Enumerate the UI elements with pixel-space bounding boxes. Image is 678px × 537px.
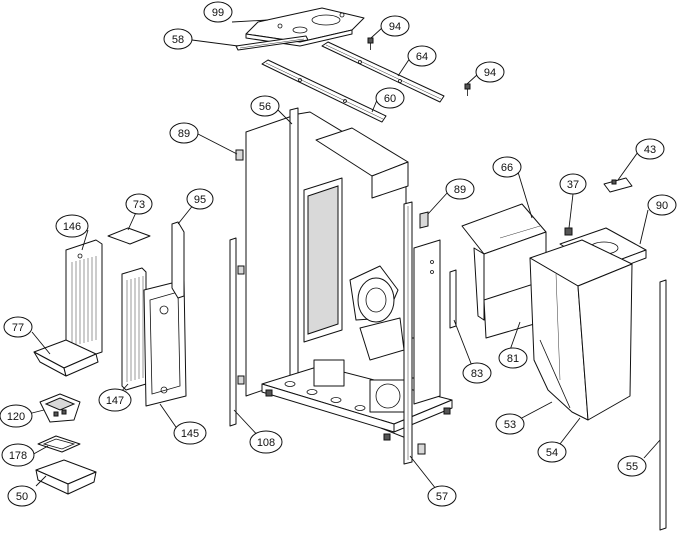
- part-94-screw-right: [464, 83, 471, 96]
- callout-66: 66: [492, 156, 522, 178]
- part-43-clip: [603, 177, 633, 193]
- callout-label: 94: [389, 21, 401, 33]
- callout-53: 53: [495, 413, 525, 435]
- callout-label: 81: [507, 353, 519, 365]
- callout-83: 83: [462, 362, 492, 384]
- part-37-knob: [564, 227, 573, 236]
- callout-54: 54: [537, 441, 567, 463]
- callout-94-top: 94: [380, 15, 410, 37]
- part-60-side-rail: [261, 59, 387, 123]
- callout-57: 57: [427, 485, 457, 507]
- callout-label: 108: [257, 437, 275, 449]
- callout-89-left: 89: [169, 122, 199, 144]
- callout-label: 178: [9, 450, 27, 462]
- callout-label: 54: [546, 447, 558, 459]
- callout-label: 146: [63, 221, 81, 233]
- callout-label: 145: [181, 428, 199, 440]
- callout-label: 60: [384, 93, 396, 105]
- part-58-top-bar: [235, 35, 309, 51]
- callout-label: 64: [416, 51, 428, 63]
- callout-label: 43: [644, 144, 656, 156]
- part-73-small-plate: [107, 227, 151, 245]
- part-55-long-rod: [659, 279, 667, 531]
- callout-56: 56: [250, 95, 280, 117]
- callout-95: 95: [186, 188, 214, 210]
- callout-label: 147: [106, 395, 124, 407]
- callout-77: 77: [3, 316, 33, 338]
- part-83-strip: [449, 269, 457, 329]
- part-89-right-bracket: [419, 211, 429, 229]
- callout-90: 90: [647, 194, 677, 216]
- callout-label: 99: [212, 7, 224, 19]
- callout-60: 60: [375, 87, 405, 109]
- callout-64: 64: [407, 45, 437, 67]
- callout-120: 120: [0, 404, 33, 428]
- callout-label: 120: [7, 411, 25, 423]
- stove-main-frame: [235, 107, 453, 441]
- part-57-right-strip: [403, 201, 426, 465]
- callout-label: 95: [194, 194, 206, 206]
- callout-147: 147: [98, 388, 132, 412]
- part-99-top-cover-plate: [245, 7, 365, 47]
- callout-label: 37: [567, 179, 579, 191]
- callout-label: 90: [656, 200, 668, 212]
- callout-label: 50: [16, 491, 28, 503]
- part-147-grille: [121, 267, 147, 391]
- callout-37: 37: [559, 173, 587, 195]
- callout-58: 58: [163, 28, 193, 50]
- callout-108: 108: [249, 430, 283, 454]
- part-108-left-strip: [229, 237, 245, 427]
- callout-label: 89: [454, 184, 466, 196]
- part-50-ash-drawer: [35, 459, 97, 495]
- callout-label: 66: [501, 162, 513, 174]
- callout-label: 55: [626, 461, 638, 473]
- callout-label: 56: [259, 101, 271, 113]
- callout-label: 58: [172, 34, 184, 46]
- part-95-tall-strip: [171, 221, 185, 299]
- part-178-gasket: [37, 435, 81, 453]
- part-77-ash-tray: [33, 339, 99, 377]
- callout-55: 55: [617, 455, 647, 477]
- callout-50: 50: [7, 485, 37, 507]
- callout-89-right: 89: [445, 178, 475, 200]
- callout-99: 99: [203, 1, 233, 23]
- callout-label: 57: [436, 491, 448, 503]
- leader-lines: [19, 19, 661, 495]
- callout-43: 43: [635, 138, 665, 160]
- part-120-burner-pot: [39, 393, 81, 423]
- callout-145: 145: [173, 421, 207, 445]
- part-146-finned-heat-panel: [65, 239, 103, 363]
- callout-label: 73: [133, 199, 145, 211]
- callout-73: 73: [125, 193, 153, 215]
- part-53-54-pellet-hopper: [529, 239, 633, 421]
- callout-label: 77: [12, 322, 24, 334]
- callout-94-right: 94: [475, 61, 505, 83]
- callout-178: 178: [1, 443, 35, 467]
- callout-146: 146: [55, 214, 89, 238]
- callout-81: 81: [498, 347, 528, 369]
- callout-label: 89: [178, 128, 190, 140]
- part-64-side-rail: [321, 41, 445, 103]
- part-94-screw-top: [367, 37, 374, 50]
- callout-label: 94: [484, 67, 496, 79]
- part-145-door-frame: [143, 279, 187, 407]
- callout-label: 83: [471, 368, 483, 380]
- callout-label: 53: [504, 419, 516, 431]
